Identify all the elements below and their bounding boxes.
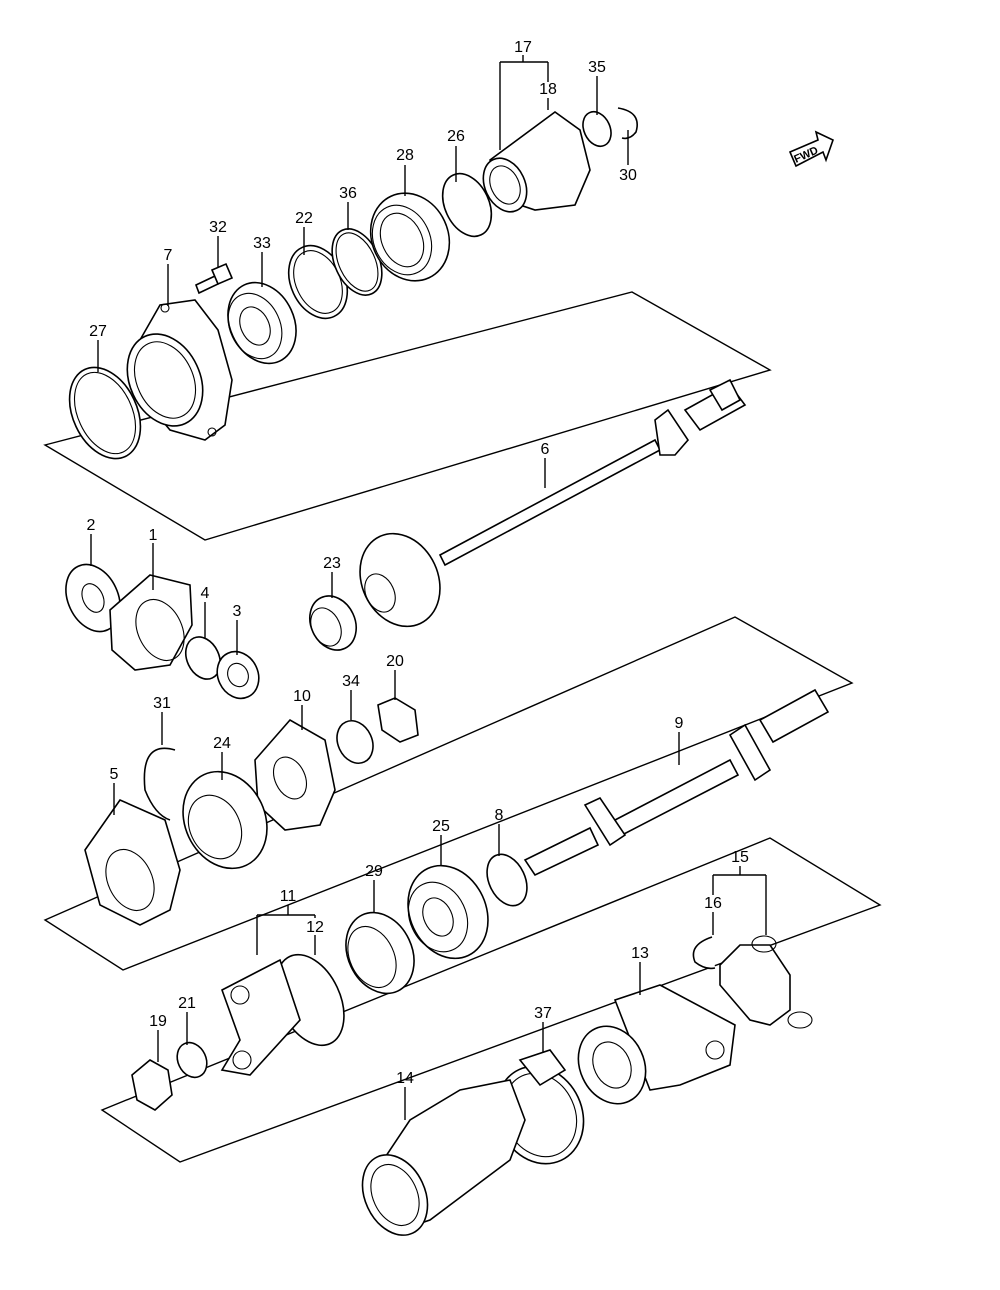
callout-7: 7 xyxy=(164,247,173,264)
callout-37: 37 xyxy=(534,1005,552,1022)
callout-11: 11 xyxy=(280,888,297,905)
washer-35 xyxy=(582,110,612,148)
callout-30: 30 xyxy=(619,167,637,184)
clip-16 xyxy=(692,936,716,970)
callout-9: 9 xyxy=(675,715,684,732)
callout-3: 3 xyxy=(233,603,242,620)
callout-14: 14 xyxy=(396,1070,414,1087)
callout-15: 15 xyxy=(731,849,749,866)
callout-23: 23 xyxy=(323,555,341,572)
callout-34: 34 xyxy=(342,673,360,690)
clip-31 xyxy=(143,747,176,821)
callout-35: 35 xyxy=(588,59,606,76)
callout-19: 19 xyxy=(149,1013,167,1030)
boot-14 xyxy=(361,1079,526,1236)
leader-lines xyxy=(90,55,767,1120)
needle-bearing-23 xyxy=(309,595,357,651)
group-frame-middle xyxy=(43,616,854,971)
callout-28: 28 xyxy=(396,147,414,164)
yoke-flange-12 xyxy=(220,953,345,1076)
washer-21 xyxy=(176,1041,208,1079)
fwd-arrow-icon: FWD xyxy=(788,130,834,168)
callout-18: 18 xyxy=(539,81,557,98)
callout-12: 12 xyxy=(306,919,324,936)
bearing-housing-7 xyxy=(126,299,233,441)
callout-33: 33 xyxy=(253,235,271,252)
bolt-32 xyxy=(194,262,234,295)
oil-seal-29 xyxy=(345,911,415,995)
callout-29: 29 xyxy=(365,863,383,880)
callout-21: 21 xyxy=(178,995,196,1012)
group-frame-lower xyxy=(100,837,882,1163)
callout-26: 26 xyxy=(447,128,465,145)
washer-34 xyxy=(336,720,374,764)
ring-8 xyxy=(486,853,528,907)
hex-nut-20 xyxy=(377,697,419,743)
bearing-33 xyxy=(227,281,297,365)
callout-1: 1 xyxy=(149,527,158,544)
callout-4: 4 xyxy=(201,585,210,602)
yoke-13 xyxy=(577,984,736,1105)
callout-24: 24 xyxy=(213,735,231,752)
callouts: 17 18 35 30 26 28 36 22 33 32 7 27 6 2 1… xyxy=(87,39,749,1087)
callout-5: 5 xyxy=(110,766,119,783)
callout-10: 10 xyxy=(293,688,311,705)
callout-31: 31 xyxy=(153,695,171,712)
callout-17: 17 xyxy=(514,39,532,56)
clip-30 xyxy=(617,107,638,140)
group-frame-upper xyxy=(43,291,772,541)
sleeve-18 xyxy=(482,111,591,213)
shaft-9 xyxy=(523,688,830,877)
callout-20: 20 xyxy=(386,653,404,670)
callout-27: 27 xyxy=(89,323,107,340)
drive-gear-6 xyxy=(359,532,441,628)
needle-bearing-24 xyxy=(182,770,268,870)
callout-13: 13 xyxy=(631,945,649,962)
callout-16: 16 xyxy=(704,895,722,912)
bevel-gear-5 xyxy=(84,799,181,926)
callout-22: 22 xyxy=(295,210,313,227)
ring-4 xyxy=(184,636,222,680)
callout-8: 8 xyxy=(495,807,504,824)
callout-32: 32 xyxy=(209,219,227,236)
gear-10 xyxy=(254,718,336,831)
ball-bearing-25 xyxy=(407,864,489,960)
callout-36: 36 xyxy=(339,185,357,202)
washer-2 xyxy=(65,563,121,633)
ring-26 xyxy=(441,172,493,238)
o-ring-27 xyxy=(68,366,142,460)
fwd-label: FWD xyxy=(792,145,820,166)
bevel-gear-1 xyxy=(109,574,193,671)
shaft-6 xyxy=(438,378,747,567)
nut-3 xyxy=(216,650,260,700)
callout-2: 2 xyxy=(87,517,96,534)
callout-25: 25 xyxy=(432,818,450,835)
nut-19 xyxy=(131,1059,173,1111)
universal-joint-15 xyxy=(719,935,813,1029)
callout-6: 6 xyxy=(541,441,550,458)
bearing-28 xyxy=(369,192,451,282)
